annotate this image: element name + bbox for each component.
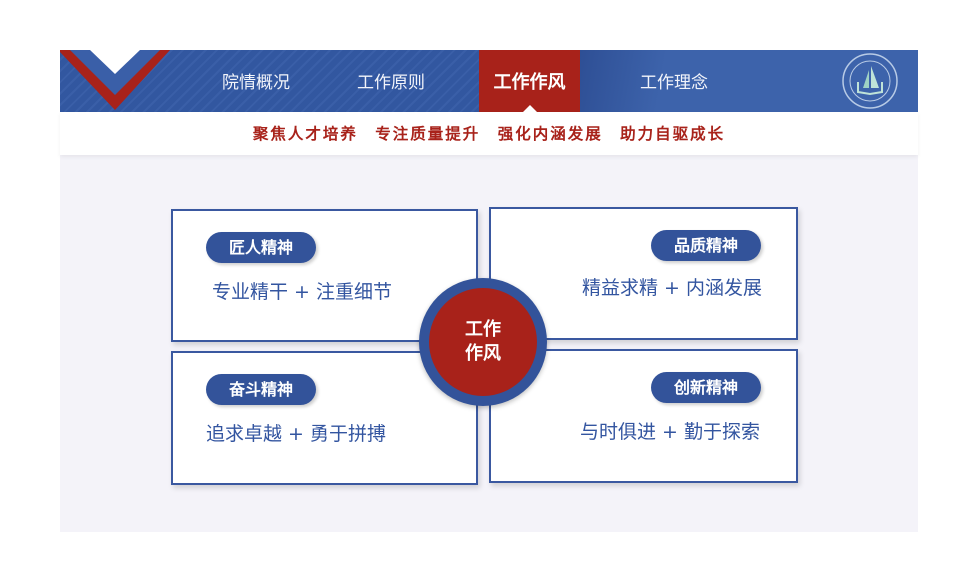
card-title: 奋斗精神 — [206, 374, 316, 405]
card-craftsman-spirit: 匠人精神 专业精干 + 注重细节 — [171, 209, 478, 342]
header-gradient — [580, 50, 918, 112]
center-badge: 工作 作风 — [419, 278, 547, 406]
slogan: 助力自驱成长 — [620, 125, 726, 143]
card-description: 追求卓越 + 勇于拼搏 — [206, 423, 386, 445]
slogan: 聚焦人才培养 — [252, 125, 358, 143]
card-description: 精益求精 + 内涵发展 — [582, 277, 762, 299]
card-title: 品质精神 — [651, 230, 761, 261]
nav-bar: 院情概况 工作原则 工作作风 工作理念 — [60, 50, 918, 112]
chevron-decoration-icon — [60, 50, 170, 110]
nav-item-overview[interactable]: 院情概况 — [222, 73, 290, 93]
slogan-bar: 聚焦人才培养 专注质量提升 强化内涵发展 助力自驱成长 — [60, 112, 918, 155]
card-title: 创新精神 — [651, 372, 761, 403]
content-panel: 院情概况 工作原则 工作作风 工作理念 聚焦人才培养 专注质量提升 强化内涵发展… — [60, 50, 918, 532]
nav-item-principles[interactable]: 工作原则 — [357, 73, 425, 93]
slogan: 专注质量提升 — [375, 125, 481, 143]
nav-item-philosophy[interactable]: 工作理念 — [640, 73, 708, 93]
card-description: 与时俱进 + 勤于探索 — [580, 421, 760, 443]
card-description: 专业精干 + 注重细节 — [212, 281, 392, 303]
card-innovation-spirit: 创新精神 与时俱进 + 勤于探索 — [489, 349, 798, 483]
card-title: 匠人精神 — [206, 232, 316, 263]
center-label-line2: 作风 — [465, 343, 501, 364]
center-label-line1: 工作 — [465, 319, 501, 340]
slogan: 强化内涵发展 — [497, 125, 603, 143]
institution-logo-icon — [842, 53, 898, 109]
nav-item-work-style[interactable]: 工作作风 — [479, 50, 580, 112]
